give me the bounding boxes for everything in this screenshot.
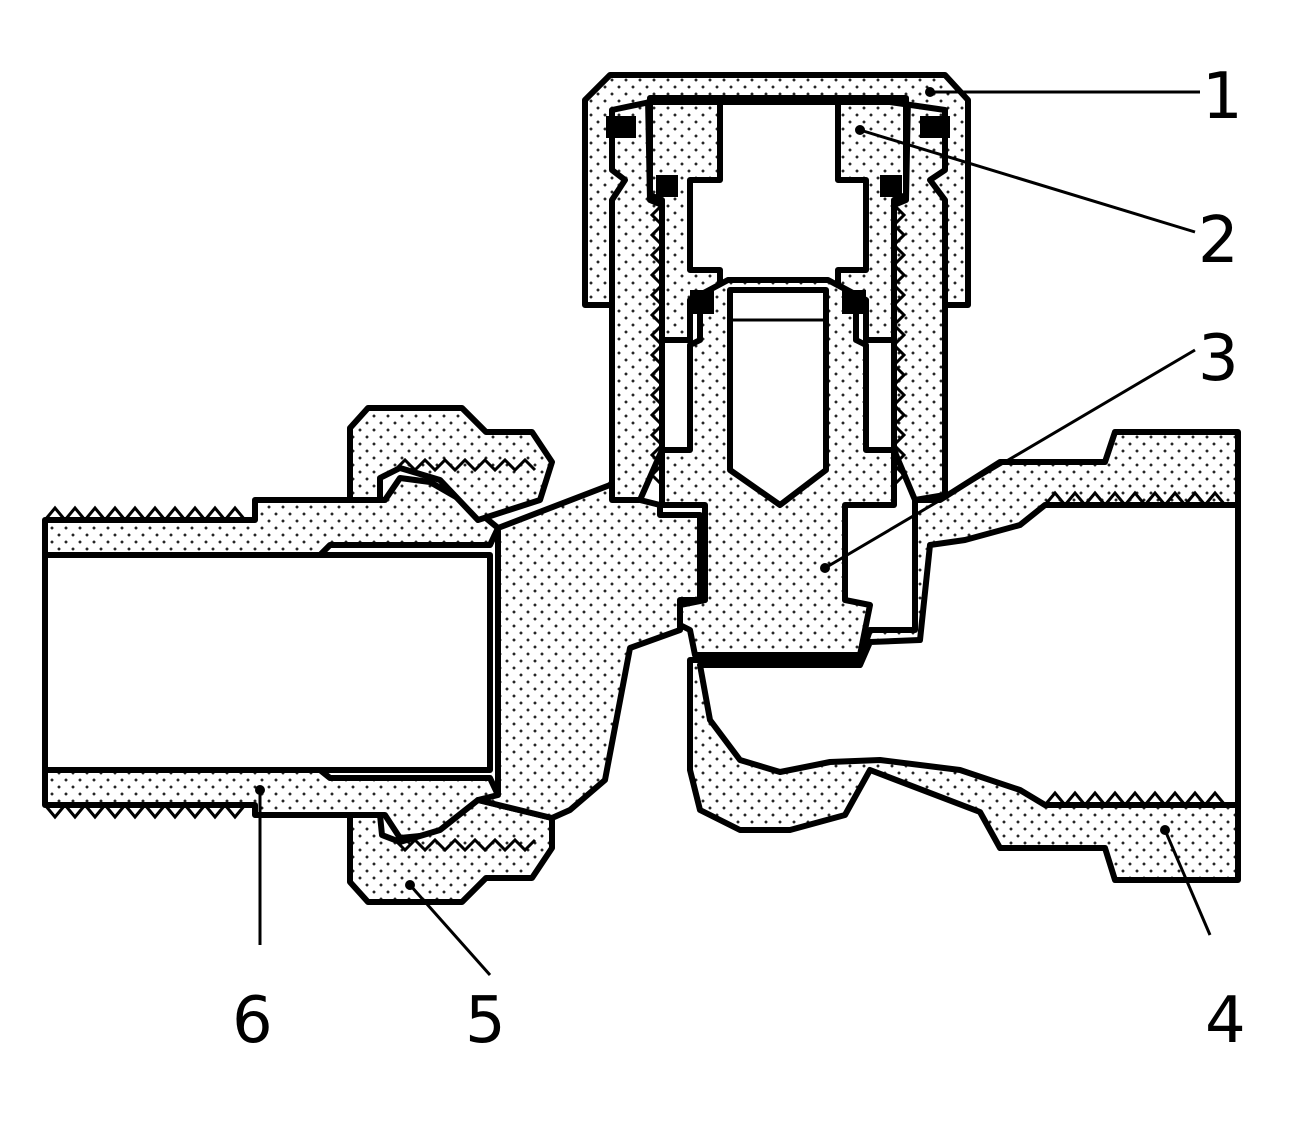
leader-3 [824, 348, 1196, 570]
seal-mid-left [656, 175, 678, 197]
seal-top-left [606, 116, 636, 138]
leader-5 [408, 884, 492, 976]
leader-2 [859, 128, 1196, 234]
leader-4 [1163, 829, 1212, 936]
label-1: 1 [1202, 60, 1243, 134]
bonnet-right-thread [891, 203, 907, 487]
tailpiece-top-thread [43, 505, 247, 523]
cap-part-1 [582, 72, 971, 308]
label-5: 5 [465, 984, 506, 1058]
union-nut-top-thread [393, 457, 537, 473]
seal-low-right [842, 290, 866, 314]
valve-stem-part-3 [659, 277, 897, 658]
leaders [255, 87, 1212, 976]
bonnet-left-thread [649, 203, 665, 487]
seals [606, 116, 950, 314]
seal-mid-right [880, 175, 902, 197]
body-outlet-top-thread [1043, 490, 1227, 508]
tailpiece-bottom-thread [43, 802, 247, 820]
label-2: 2 [1198, 204, 1239, 278]
tailpiece-part-6 [42, 475, 501, 841]
union-nut-bottom-thread [393, 837, 537, 853]
callout-labels: 1 2 3 4 5 6 [232, 60, 1246, 1058]
body-outlet-bottom-thread [1043, 790, 1227, 808]
label-3: 3 [1198, 322, 1239, 396]
label-4: 4 [1205, 984, 1246, 1058]
seal-top-right [920, 116, 950, 138]
seal-low-left [690, 290, 714, 314]
label-6: 6 [232, 984, 273, 1058]
